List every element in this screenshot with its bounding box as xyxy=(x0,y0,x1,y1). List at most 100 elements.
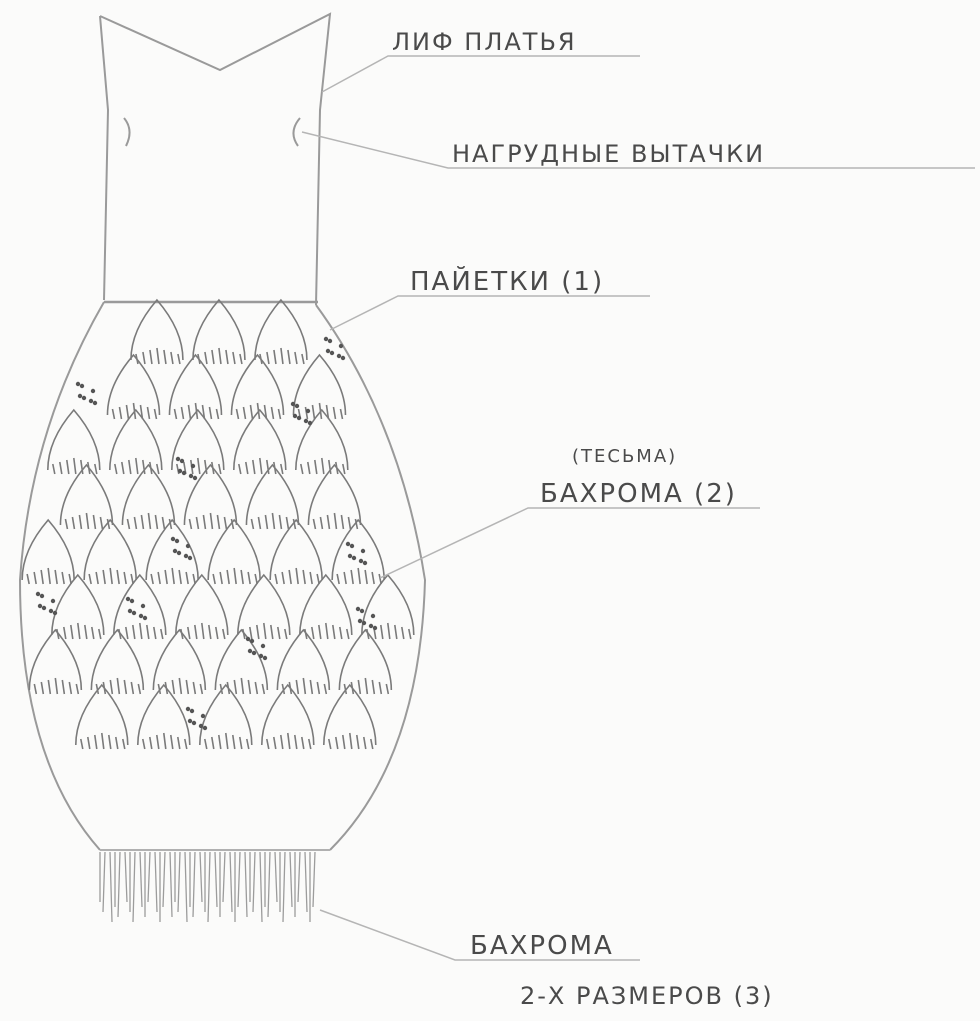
sequin-dot xyxy=(51,599,55,603)
fringe-strand xyxy=(313,852,315,907)
scale-hatch xyxy=(205,352,207,364)
scale-hatch xyxy=(216,627,218,639)
scale-hatch xyxy=(71,625,73,639)
scale-hatch xyxy=(302,737,304,749)
scale-hatch xyxy=(295,735,297,749)
label-darts: НАГРУДНЫЕ ВЫТАЧКИ xyxy=(452,140,765,168)
scale-hatch xyxy=(246,462,248,474)
scale-hatch xyxy=(213,574,215,584)
scale-hatch xyxy=(124,572,126,584)
fringe-strand xyxy=(118,852,120,917)
sequin-dot xyxy=(293,414,297,418)
scale-hatch xyxy=(226,733,228,749)
scale-hatch xyxy=(312,627,314,639)
sequin-dot xyxy=(42,606,46,610)
scale-hatch xyxy=(250,627,252,639)
scale-hatch xyxy=(193,682,195,694)
scale-hatch xyxy=(274,350,276,364)
scale-hatch xyxy=(110,568,112,584)
sequin-dot xyxy=(291,402,295,406)
scale-hatch xyxy=(115,464,117,474)
scale-hatch xyxy=(27,574,29,584)
scale-hatch xyxy=(233,352,235,364)
sequin-dot xyxy=(248,649,252,653)
scale-hatch xyxy=(388,623,390,639)
scale-hatch xyxy=(86,513,88,529)
sequin-dot xyxy=(250,639,254,643)
scale-hatch xyxy=(171,352,173,364)
scale-hatch xyxy=(303,678,305,694)
scale-hatch xyxy=(379,682,381,694)
fringe-strand xyxy=(223,852,225,902)
scale-hatch xyxy=(347,629,349,639)
sequin-dot xyxy=(126,597,130,601)
scale-hatch xyxy=(186,572,188,584)
sequin-dot xyxy=(175,539,179,543)
fringe-strand xyxy=(208,852,210,922)
sequin-dot xyxy=(324,337,328,341)
sequin-dot xyxy=(180,459,184,463)
scale-hatch xyxy=(289,570,291,584)
scale-hatch xyxy=(179,678,181,694)
sequin-dot xyxy=(252,651,256,655)
sequin-dot xyxy=(339,344,343,348)
scale-hatch xyxy=(55,678,57,694)
fringe-strand xyxy=(185,852,187,922)
scale-hatch xyxy=(158,572,160,584)
scale-hatch xyxy=(164,733,166,749)
scale-hatch xyxy=(227,570,229,584)
scale-hatch xyxy=(72,517,74,529)
sequin-dot xyxy=(246,637,250,641)
scale-hatch xyxy=(85,625,87,639)
scale-hatch xyxy=(134,517,136,529)
scale-hatch xyxy=(248,572,250,584)
sequin-dot xyxy=(82,396,86,400)
fringe-strand xyxy=(148,852,150,902)
scale-hatch xyxy=(62,680,64,694)
sequin-dot xyxy=(36,592,40,596)
label-fringe-sizes-line2: 2-Х РАЗМЕРОВ (3) xyxy=(520,982,774,1010)
fringe-strand xyxy=(305,852,307,912)
scale-hatch xyxy=(288,350,290,364)
sequin-dot xyxy=(189,474,193,478)
scale-hatch xyxy=(110,680,112,694)
scale-hatch xyxy=(365,678,367,694)
scale-hatch xyxy=(174,409,176,419)
scale-hatch xyxy=(313,519,315,529)
scale-hatch xyxy=(178,737,180,749)
sequin-dot xyxy=(93,401,97,405)
scale-hatch xyxy=(96,572,98,584)
scale-hatch xyxy=(272,513,274,529)
sequin-dot xyxy=(341,356,345,360)
scale-hatch xyxy=(247,739,249,749)
fringe-strand xyxy=(290,852,292,907)
scale-hatch xyxy=(100,517,102,529)
sequin-dot xyxy=(361,549,365,553)
fringe-strand xyxy=(230,852,232,912)
scale-hatch xyxy=(358,680,360,694)
leader-bodice xyxy=(322,56,640,92)
scale-hatch xyxy=(200,684,202,694)
scale-hatch xyxy=(333,407,335,419)
label-sequins: ПАЙЕТКИ (1) xyxy=(410,265,604,297)
fringe-strand xyxy=(298,852,300,902)
sequin-dot xyxy=(191,464,195,468)
scale-hatch xyxy=(219,735,221,749)
scale-hatch xyxy=(340,627,342,639)
sequin-dot xyxy=(360,609,364,613)
scale-hatch xyxy=(281,464,283,474)
sequin-dot xyxy=(356,607,360,611)
scale-hatch xyxy=(41,682,43,694)
scale-hatch xyxy=(296,568,298,584)
scale-hatch xyxy=(65,519,67,529)
scale-hatch xyxy=(95,735,97,749)
scale-hatch xyxy=(122,462,124,474)
sequin-dot xyxy=(188,556,192,560)
sequin-dot xyxy=(173,549,177,553)
scale-hatch xyxy=(143,739,145,749)
scale-hatch xyxy=(136,458,138,474)
scale-hatch xyxy=(234,568,236,584)
scale-hatch xyxy=(154,627,156,639)
scale-hatch xyxy=(112,409,114,419)
